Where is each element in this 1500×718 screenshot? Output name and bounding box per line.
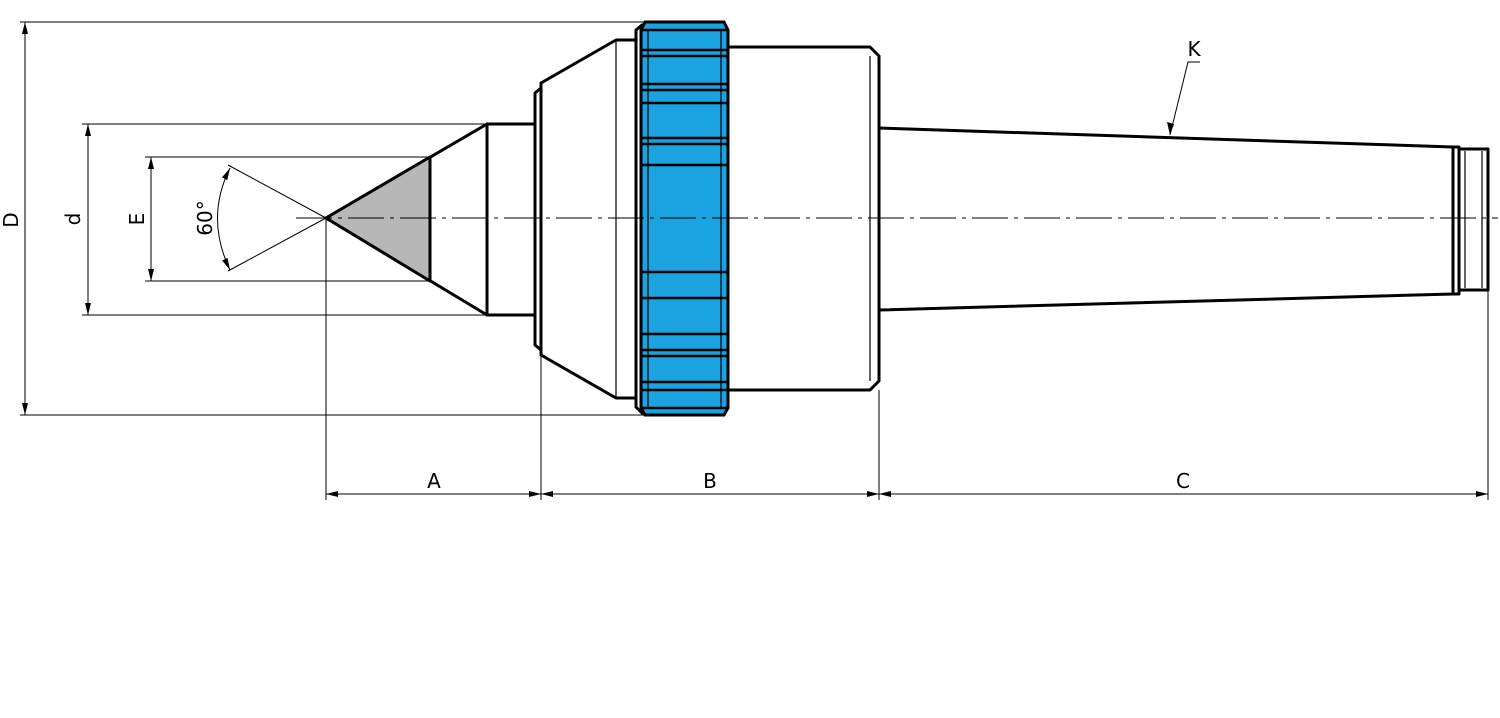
front-housing <box>533 23 644 415</box>
dimension-label-K: K <box>1187 37 1201 61</box>
dimension-label-C: C <box>1176 469 1190 493</box>
leader-k <box>1167 61 1200 136</box>
dimension-label-d: d <box>61 213 85 226</box>
spindle-neck <box>485 122 537 317</box>
dimension-label-D: D <box>0 212 23 227</box>
angle-construction <box>217 164 327 272</box>
angle-label: 60° <box>193 200 217 235</box>
dimension-label-E: E <box>125 213 149 226</box>
taper-shank <box>877 126 1490 312</box>
extension-lines <box>20 21 1489 500</box>
dimension-label-A: A <box>427 469 441 493</box>
center-point <box>324 122 489 317</box>
dimension-label-B: B <box>703 469 717 493</box>
dimension-lines <box>22 22 1488 497</box>
